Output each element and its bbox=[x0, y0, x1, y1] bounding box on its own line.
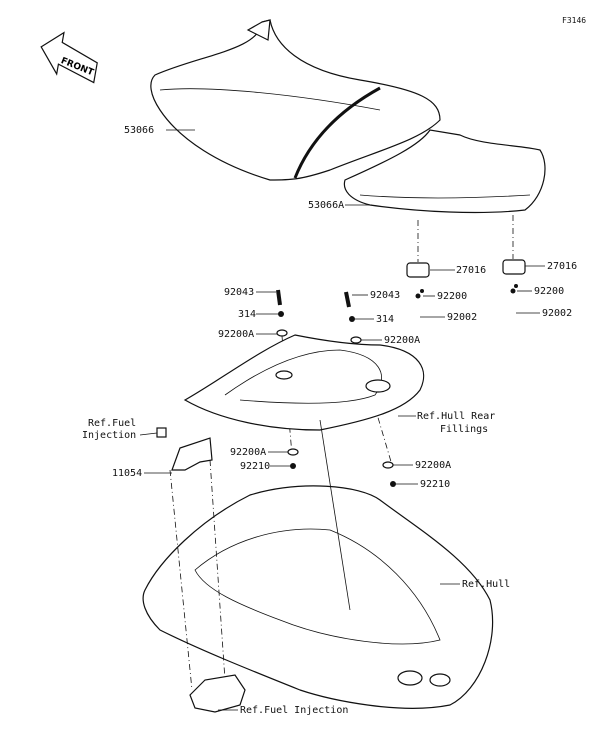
label-27016-right[interactable]: 27016 bbox=[547, 261, 578, 272]
label-92200a-bottom-left[interactable]: 92200A bbox=[230, 447, 267, 458]
label-314-left[interactable]: 314 bbox=[238, 309, 257, 320]
label-hull-rear-fittings[interactable]: Ref.Hull Rear bbox=[417, 411, 496, 422]
seat-front bbox=[150, 19, 441, 181]
label-fuel-injection-top-2[interactable]: Injection bbox=[82, 430, 137, 441]
label-92002-right[interactable]: 92002 bbox=[542, 308, 573, 319]
label-fuel-injection-top[interactable]: Ref.Fuel bbox=[88, 418, 137, 429]
stopper-27016-left bbox=[406, 262, 430, 278]
label-27016-left[interactable]: 27016 bbox=[456, 265, 487, 276]
label-92043-right[interactable]: 92043 bbox=[370, 290, 401, 301]
figure-id: F3146 bbox=[562, 16, 587, 25]
label-92210-right[interactable]: 92210 bbox=[420, 479, 451, 490]
label-hull-rear-fittings-2[interactable]: Fillings bbox=[440, 424, 489, 435]
leader-lines bbox=[139, 129, 545, 711]
label-92200a-top-right[interactable]: 92200A bbox=[384, 335, 421, 346]
label-11054[interactable]: 11054 bbox=[112, 468, 143, 479]
label-92210-left[interactable]: 92210 bbox=[240, 461, 271, 472]
label-hull[interactable]: Ref.Hull bbox=[462, 579, 511, 590]
label-53066a[interactable]: 53066A bbox=[308, 200, 345, 211]
label-92200a-bottom-right[interactable]: 92200A bbox=[415, 460, 452, 471]
label-92002-left[interactable]: 92002 bbox=[447, 312, 478, 323]
label-92200a-top-left[interactable]: 92200A bbox=[218, 329, 255, 340]
fuel-injection-bracket bbox=[189, 674, 246, 713]
hull-rear-fittings bbox=[183, 334, 425, 431]
label-92200-left[interactable]: 92200 bbox=[437, 291, 468, 302]
front-arrow-icon bbox=[40, 31, 98, 84]
label-314-right[interactable]: 314 bbox=[376, 314, 395, 325]
label-92200-right[interactable]: 92200 bbox=[534, 286, 565, 297]
label-fuel-injection-bottom[interactable]: Ref.Fuel Injection bbox=[240, 705, 349, 716]
label-92043-left[interactable]: 92043 bbox=[224, 287, 255, 298]
hull bbox=[142, 485, 494, 709]
bracket-11054 bbox=[156, 427, 213, 471]
label-53066[interactable]: 53066 bbox=[124, 125, 155, 136]
stopper-27016-right bbox=[502, 259, 526, 275]
